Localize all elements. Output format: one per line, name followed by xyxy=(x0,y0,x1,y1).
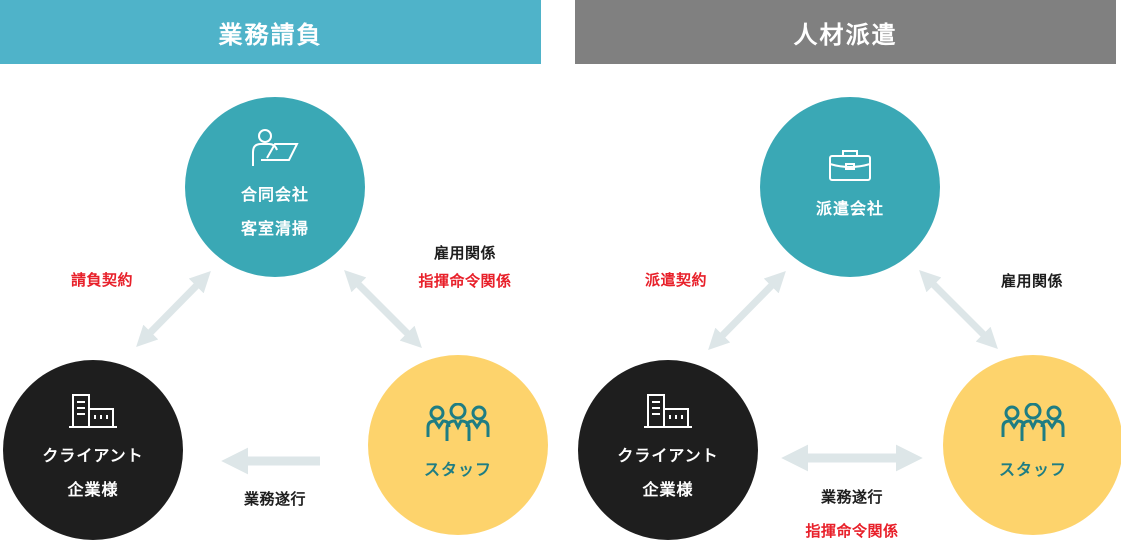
label-command: 指揮命令関係 xyxy=(418,272,512,290)
node-line: クライアント xyxy=(42,446,144,465)
header-staffing: 人材派遣 xyxy=(575,0,1116,64)
header-title: 業務請負 xyxy=(218,20,323,49)
label-contract: 請負契約 xyxy=(70,271,133,289)
building-icon xyxy=(642,393,694,433)
label-work: 業務遂行 xyxy=(243,490,306,508)
node-line: クライアント xyxy=(617,446,719,465)
people-icon xyxy=(425,402,491,447)
node-line: スタッフ xyxy=(998,460,1067,479)
building-icon xyxy=(67,393,119,433)
node-company: 合同会社 客室清掃 xyxy=(185,97,365,277)
header-outsourcing: 業務請負 xyxy=(0,0,541,64)
node-client: クライアント 企業様 xyxy=(3,360,183,540)
label-dispatch-contract: 派遣契約 xyxy=(644,271,707,289)
people-icon xyxy=(1000,402,1066,447)
label-work: 業務遂行 xyxy=(820,488,883,506)
node-staff: スタッフ xyxy=(943,355,1121,535)
node-line: スタッフ xyxy=(423,460,492,479)
arrow-contract xyxy=(136,271,211,347)
header-title: 人材派遣 xyxy=(793,20,898,49)
node-line: 派遣会社 xyxy=(815,199,884,218)
node-dispatch-company: 派遣会社 xyxy=(760,97,940,277)
arrow-employment xyxy=(344,270,422,348)
person-laptop-icon xyxy=(249,128,301,172)
briefcase-icon xyxy=(828,148,872,186)
label-employment: 雇用関係 xyxy=(1000,272,1063,290)
node-line: 企業様 xyxy=(642,480,694,499)
node-staff: スタッフ xyxy=(368,355,548,535)
arrow-dispatch-contract xyxy=(708,271,786,350)
label-command: 指揮命令関係 xyxy=(805,522,899,540)
label-employment: 雇用関係 xyxy=(433,244,496,262)
node-line: 合同会社 xyxy=(240,185,309,204)
node-line: 企業様 xyxy=(67,480,119,499)
arrow-employment xyxy=(919,270,998,349)
node-client: クライアント 企業様 xyxy=(578,360,758,540)
node-line: 客室清掃 xyxy=(240,219,309,238)
